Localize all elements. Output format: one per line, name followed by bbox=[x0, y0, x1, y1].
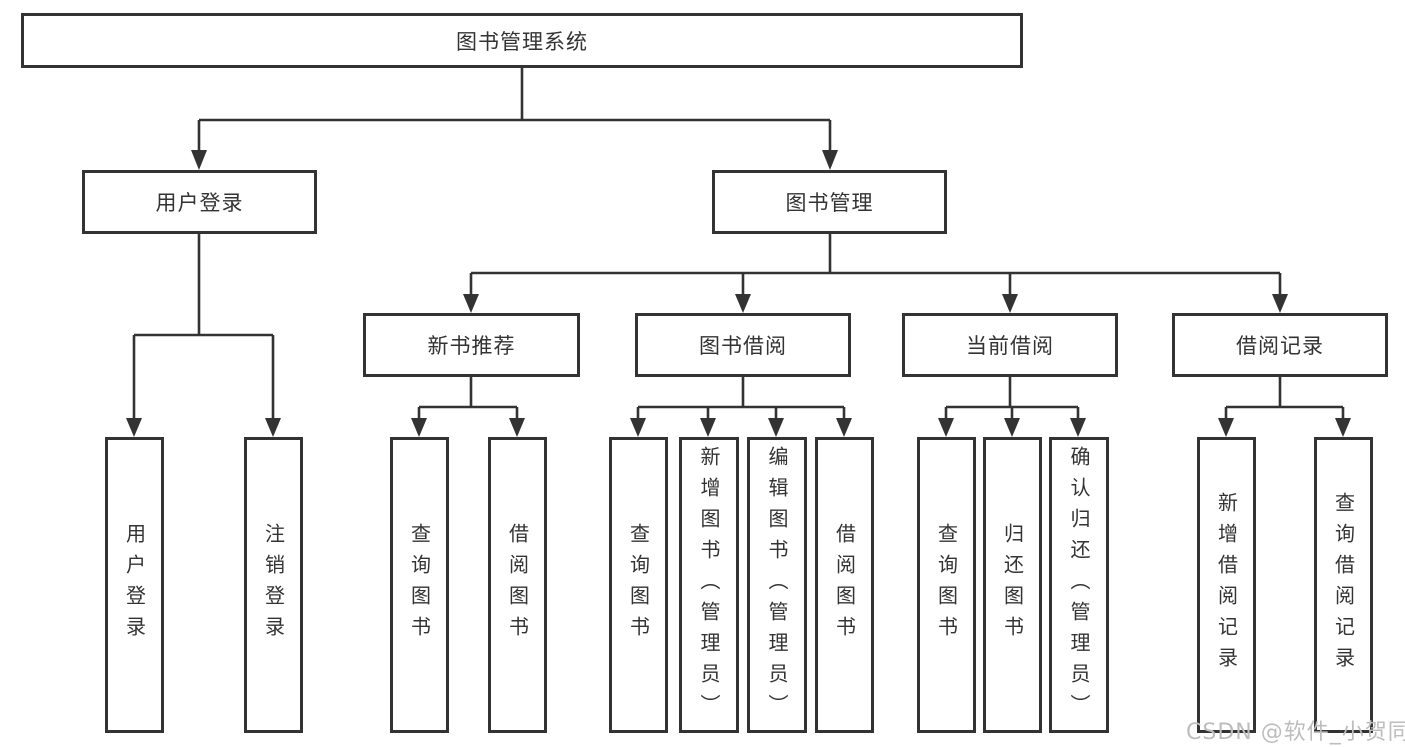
node-label: 用户登录 bbox=[122, 523, 147, 647]
node-current-borrow: 当前借阅 bbox=[902, 313, 1118, 377]
leaf-user-login: 用户登录 bbox=[105, 437, 164, 733]
node-root-library-system: 图书管理系统 bbox=[21, 13, 1023, 68]
node-book-management: 图书管理 bbox=[712, 170, 947, 234]
node-label: 查询借阅记录 bbox=[1331, 492, 1356, 678]
leaf-edit-books-admin: 编辑图书（管理员） bbox=[747, 437, 807, 733]
node-new-book-recommend: 新书推荐 bbox=[363, 313, 580, 377]
leaf-query-books-3: 查询图书 bbox=[917, 437, 976, 733]
node-user-login: 用户登录 bbox=[82, 170, 317, 234]
node-label: 当前借阅 bbox=[966, 334, 1054, 358]
leaf-logout: 注销登录 bbox=[244, 437, 303, 733]
leaf-return-books: 归还图书 bbox=[983, 437, 1042, 733]
node-borrow-records: 借阅记录 bbox=[1172, 313, 1388, 377]
leaf-add-books-admin: 新增图书（管理员） bbox=[679, 437, 739, 733]
node-label: 借阅图书 bbox=[505, 523, 530, 647]
node-label: 图书管理 bbox=[785, 191, 874, 215]
node-label: 查询图书 bbox=[934, 523, 959, 647]
node-label: 归还图书 bbox=[1000, 523, 1025, 647]
node-label: 新增借阅记录 bbox=[1214, 492, 1239, 678]
node-label: 用户登录 bbox=[155, 191, 244, 215]
node-label: 借阅记录 bbox=[1236, 334, 1324, 358]
node-label: 借阅图书 bbox=[832, 523, 857, 647]
node-book-borrow: 图书借阅 bbox=[635, 313, 851, 377]
node-label: 新增图书（管理员） bbox=[697, 445, 721, 725]
leaf-confirm-return-admin: 确认归还（管理员） bbox=[1049, 437, 1109, 733]
leaf-query-borrow-record: 查询借阅记录 bbox=[1314, 437, 1373, 733]
node-label: 查询图书 bbox=[626, 523, 651, 647]
node-label: 图书管理系统 bbox=[456, 29, 588, 54]
node-label: 注销登录 bbox=[261, 523, 286, 647]
node-label: 新书推荐 bbox=[427, 334, 516, 358]
node-label: 确认归还（管理员） bbox=[1067, 445, 1091, 725]
node-label: 查询图书 bbox=[407, 523, 432, 647]
csdn-watermark: CSDN @软件_小贺同学 bbox=[1186, 720, 1405, 745]
leaf-query-books-1: 查询图书 bbox=[390, 437, 449, 733]
leaf-borrow-books-2: 借阅图书 bbox=[815, 437, 874, 733]
node-label: 图书借阅 bbox=[699, 334, 787, 358]
leaf-borrow-books-1: 借阅图书 bbox=[488, 437, 547, 733]
node-label: 编辑图书（管理员） bbox=[765, 445, 789, 725]
leaf-query-books-2: 查询图书 bbox=[609, 437, 668, 733]
arrowhead-icons bbox=[126, 150, 1351, 437]
leaf-add-borrow-record: 新增借阅记录 bbox=[1197, 437, 1256, 733]
